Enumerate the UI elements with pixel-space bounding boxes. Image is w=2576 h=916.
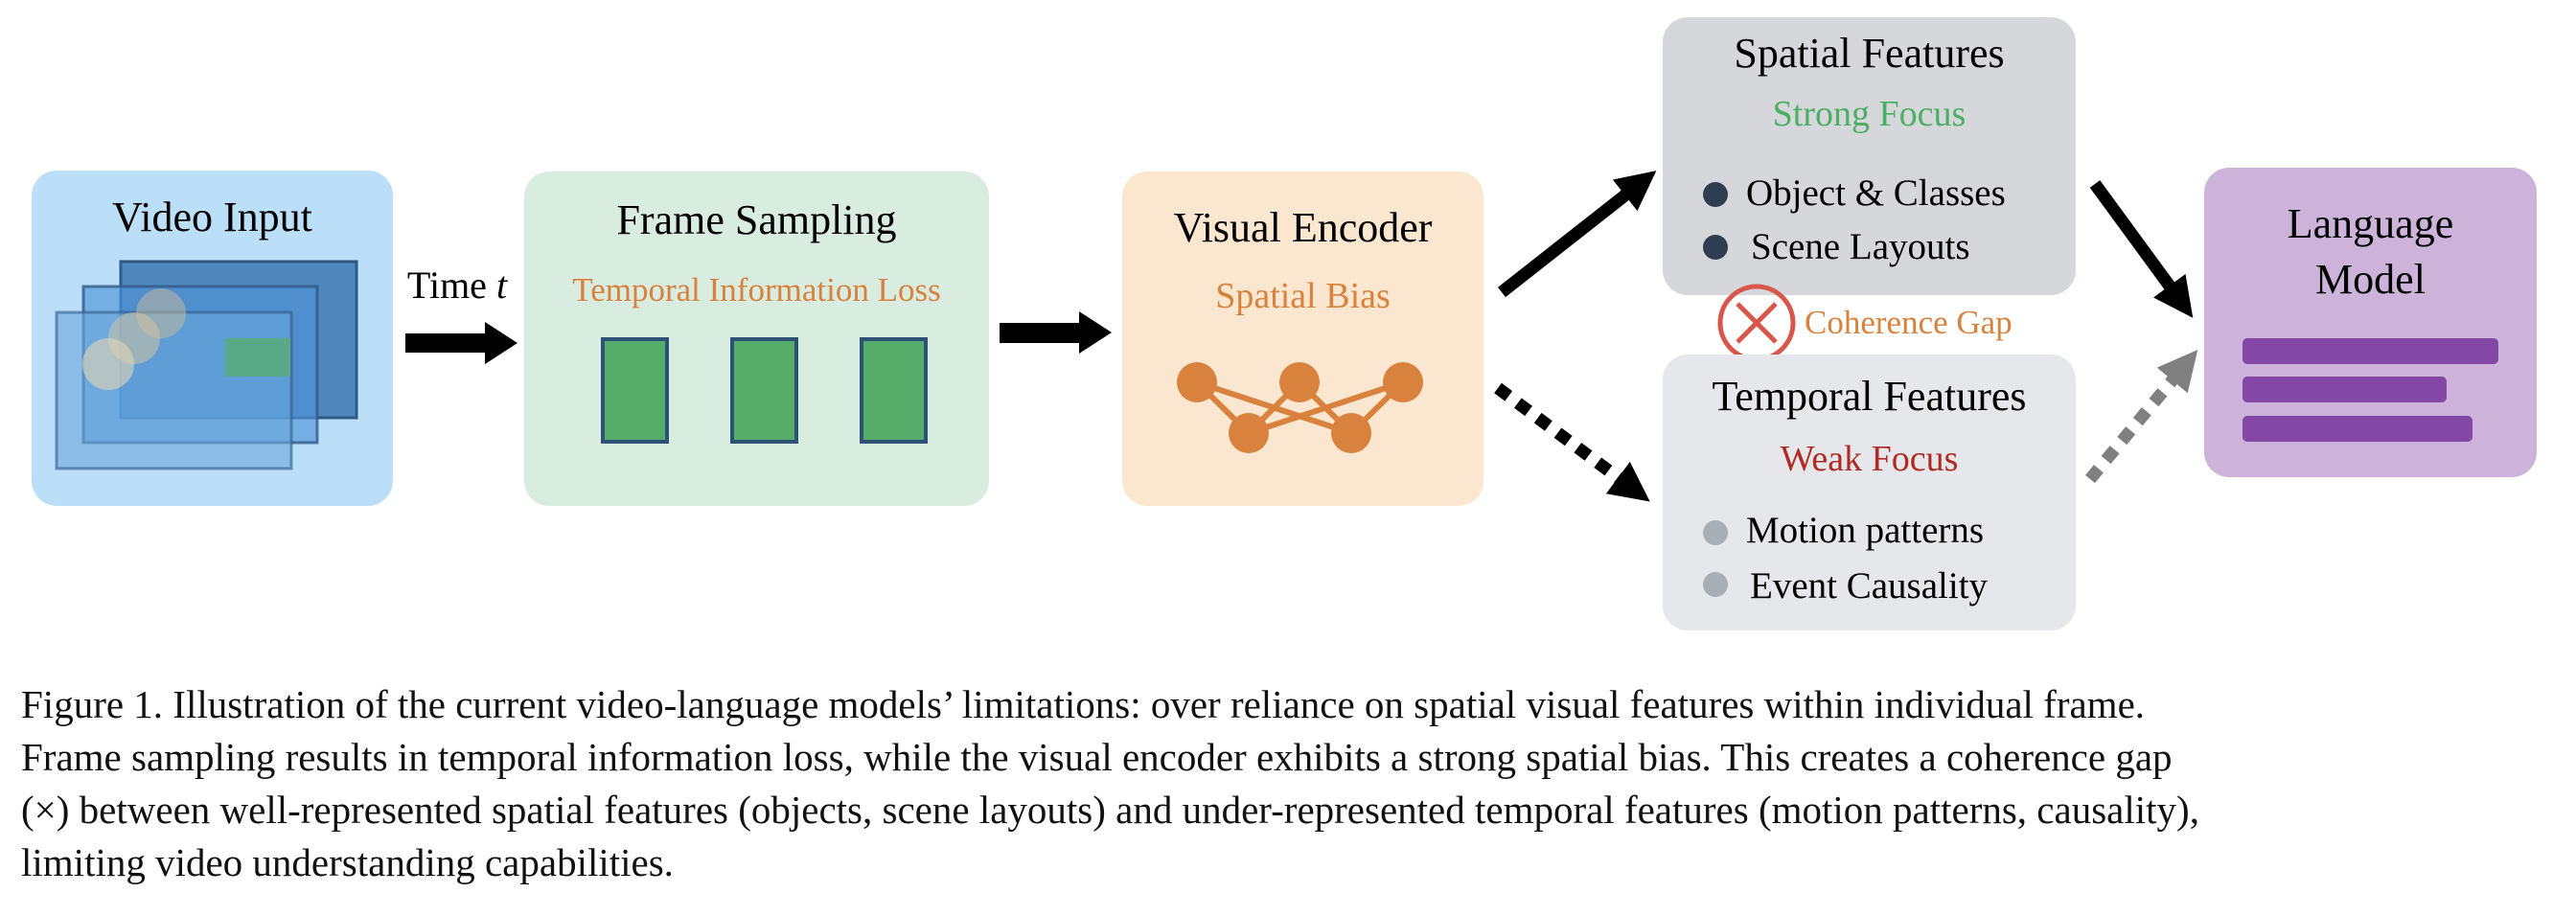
bullet-icon <box>1703 520 1728 545</box>
frame-sampling-subtitle: Temporal Information Loss <box>572 271 941 309</box>
time-variable: t <box>495 263 508 307</box>
circle-x-icon <box>1717 284 1796 362</box>
spatial-item-label: Scene Layouts <box>1751 226 1970 267</box>
caption-line: limiting video understanding capabilitie… <box>21 840 674 884</box>
spatial-features-block <box>1663 17 2076 295</box>
caption-line: (×) between well-represented spatial fea… <box>21 788 2199 832</box>
frame-sampling-title: Frame Sampling <box>616 196 897 243</box>
temporal-features-title: Temporal Features <box>1712 373 2027 420</box>
arrow-video-to-sampling <box>405 322 518 364</box>
neural-network-icon <box>1177 362 1423 453</box>
bullet-icon <box>1703 572 1728 597</box>
bullet-icon <box>1703 235 1728 260</box>
temporal-features-block <box>1663 355 2076 630</box>
sampled-frame <box>601 337 669 444</box>
language-model-title-line2: Model <box>2315 256 2426 303</box>
temporal-item-label: Event Causality <box>1750 565 1989 607</box>
caption-line: Figure 1. Illustration of the current vi… <box>21 682 2146 726</box>
visual-encoder-block <box>1122 172 1484 506</box>
sampled-frame <box>730 337 798 444</box>
temporal-item-label: Motion patterns <box>1746 510 1985 551</box>
figure-caption: Figure 1. Illustration of the current vi… <box>21 678 2561 889</box>
arrow-sampling-to-encoder <box>1000 311 1112 354</box>
arrow-encoder-to-spatial <box>1497 171 1657 298</box>
arrow-temporal-to-language <box>2085 350 2198 484</box>
spatial-focus-label: Strong Focus <box>1772 94 1966 134</box>
arrow-encoder-to-temporal <box>1494 382 1650 502</box>
text-lines-icon <box>2242 338 2498 442</box>
caption-line: Frame sampling results in temporal infor… <box>21 735 2173 779</box>
sampled-frame <box>860 337 928 444</box>
figure-diagram: Video Input Time t Frame Sampling Tempor… <box>32 17 2537 630</box>
visual-encoder-subtitle: Spatial Bias <box>1215 276 1391 316</box>
temporal-focus-label: Weak Focus <box>1780 439 1959 479</box>
language-model-title-line1: Language <box>2287 200 2454 247</box>
visual-encoder-title: Visual Encoder <box>1173 204 1433 251</box>
diagram-canvas <box>32 17 2537 630</box>
time-label-prefix: Time <box>406 263 496 307</box>
time-label: Time t <box>395 266 519 305</box>
arrow-spatial-to-language <box>2089 180 2194 318</box>
coherence-gap-label: Coherence Gap <box>1805 304 2012 341</box>
sampled-frames-icon <box>601 337 928 444</box>
spatial-item-label: Object & Classes <box>1746 172 2006 214</box>
video-frames-icon <box>55 260 358 470</box>
bullet-icon <box>1703 182 1728 207</box>
video-input-title: Video Input <box>112 194 312 240</box>
spatial-features-title: Spatial Features <box>1734 30 2005 77</box>
